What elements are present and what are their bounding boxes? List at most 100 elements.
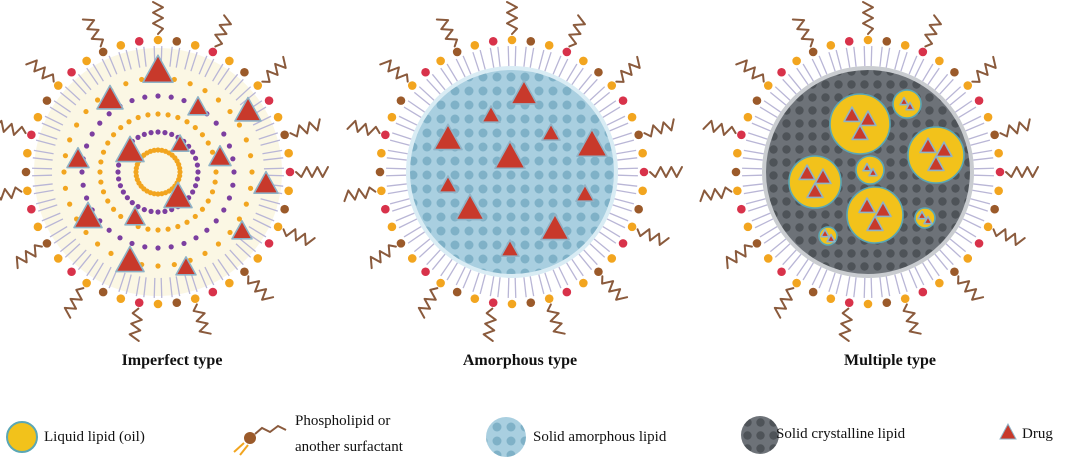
lipid-head — [639, 167, 649, 177]
drug-triangle — [806, 182, 824, 199]
lipid-tail — [32, 183, 53, 187]
lipid-head — [638, 186, 647, 196]
lipid-head — [470, 41, 480, 50]
lipid-head — [208, 287, 218, 297]
lipid-head — [42, 96, 52, 105]
lipid-tail — [204, 58, 215, 78]
lipid-tail — [263, 167, 284, 170]
inner-lipid-bead — [79, 169, 85, 175]
lipid-tail — [759, 226, 778, 238]
inner-lipid-bead — [80, 182, 86, 188]
lipid-tail — [763, 100, 781, 113]
drug-triangle — [826, 233, 836, 243]
lipid-tail — [255, 122, 275, 132]
lipid-head — [436, 278, 445, 288]
drug-icon — [999, 422, 1017, 440]
lipid-tail — [33, 149, 54, 155]
lipid-head — [963, 81, 973, 90]
inner-lipid-bead — [83, 108, 89, 115]
inner-lipid-bead — [129, 240, 135, 247]
drug-triangle — [576, 128, 608, 158]
lipid-head — [995, 167, 1005, 177]
lipid-tail — [108, 269, 118, 289]
surfactant-chain — [128, 307, 143, 342]
inner-lipid-bead — [230, 156, 236, 162]
lipid-tail — [33, 189, 54, 195]
lipid-tail — [751, 212, 771, 222]
lipid-tail — [900, 52, 908, 72]
lipid-tail — [252, 218, 272, 229]
imperfect-core — [34, 48, 282, 296]
lipid-tail — [217, 259, 230, 277]
lipid-tail — [748, 132, 768, 140]
lipid-tail — [49, 106, 68, 118]
lipid-head — [134, 37, 144, 46]
lipid-tail — [571, 259, 584, 277]
inner-lipid-bead — [97, 120, 103, 126]
surfactant-chain — [261, 55, 287, 83]
drug-triangle — [494, 140, 526, 170]
lipid-tail — [927, 67, 940, 85]
amorphous-core — [406, 66, 618, 278]
lipid-head — [526, 37, 536, 46]
inner-lipid-bead — [199, 132, 206, 138]
drug-triangle — [96, 84, 124, 110]
lipid-head — [21, 167, 31, 177]
inner-lipid-bead — [115, 169, 121, 175]
lipid-head — [27, 204, 36, 214]
lipid-tail — [426, 249, 441, 266]
lipid-head — [273, 112, 283, 122]
lipid-head — [900, 41, 910, 50]
lipid-tail — [35, 139, 56, 146]
particle-imperfect — [0, 1, 329, 342]
lipid-head — [33, 222, 43, 232]
surfactant-chain — [0, 119, 27, 136]
inner-lipid-bead — [168, 94, 174, 100]
lipid-head — [763, 254, 773, 263]
drug-triangle — [858, 197, 876, 214]
lipid-tail — [431, 253, 446, 271]
lipid-tail — [184, 274, 191, 295]
lipid-tail — [389, 139, 410, 146]
drug-triangle — [142, 54, 174, 84]
lipid-head — [284, 186, 293, 196]
inner-lipid-bead — [155, 147, 161, 153]
inner-lipid-bead — [226, 143, 233, 149]
inner-lipid-bead — [110, 206, 117, 212]
inner-lipid-bead — [155, 245, 161, 251]
drug-triangle — [73, 201, 103, 229]
lipid-head — [377, 186, 386, 196]
inner-lipid-bead — [177, 165, 183, 171]
lipid-head — [983, 222, 993, 232]
inner-lipid-bead — [148, 130, 154, 136]
lipid-tail — [407, 231, 425, 244]
inner-lipid-bead — [212, 179, 218, 185]
lipid-tail — [212, 63, 224, 82]
inner-lipid-bead — [236, 122, 243, 128]
lipid-head — [826, 41, 836, 50]
caption-imperfect-type: Imperfect type — [121, 352, 223, 369]
lipid-tail — [949, 91, 967, 106]
drug-triangle — [927, 155, 945, 172]
lipid-tail — [782, 78, 797, 95]
inner-lipid-bead — [117, 183, 124, 189]
inner-lipid-bead — [213, 218, 219, 224]
lipid-tail — [973, 174, 994, 177]
lipid-tail — [538, 274, 545, 295]
lipid-tail — [609, 212, 629, 222]
inner-lipid-bead — [120, 189, 126, 195]
inner-lipid-bead — [116, 162, 122, 168]
lipid-tail — [614, 198, 635, 205]
lipid-head — [562, 47, 572, 57]
inner-lipid-bead — [118, 213, 124, 220]
lipid-tail — [870, 277, 873, 298]
lipid-tail — [769, 91, 787, 106]
lipid-tail — [455, 58, 466, 78]
lipid-tail — [235, 243, 252, 258]
surfactant-chain — [699, 186, 733, 203]
lipid-tail — [763, 231, 781, 244]
surfactant-chain — [601, 275, 629, 301]
surfactant-chain — [862, 1, 874, 35]
lipid-head — [134, 298, 144, 307]
